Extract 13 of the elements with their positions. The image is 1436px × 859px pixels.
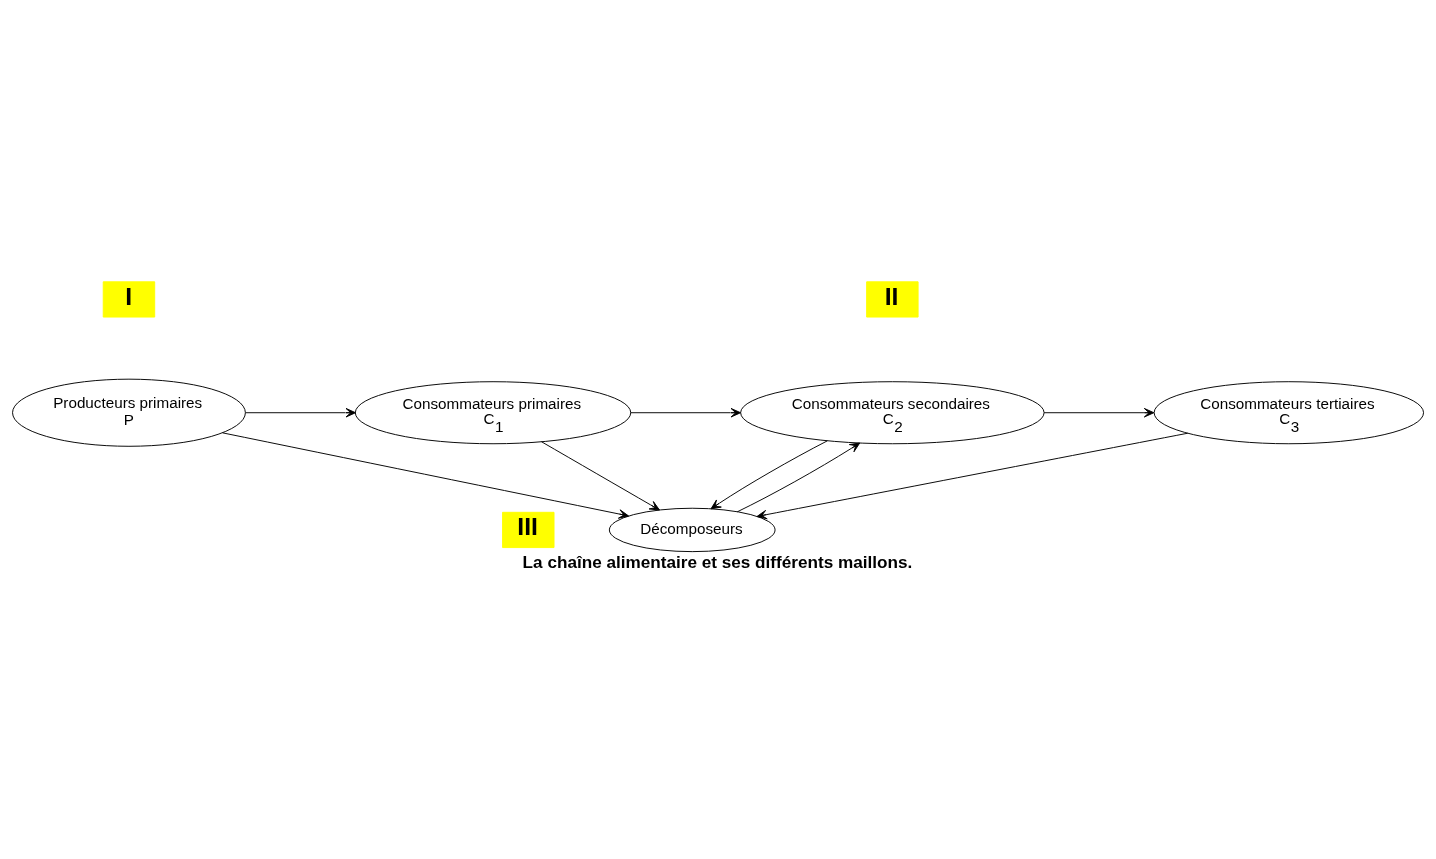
node-box: I <box>102 280 156 318</box>
arrow <box>630 407 742 417</box>
arrow <box>245 407 356 417</box>
node-box: II <box>866 280 919 318</box>
node-ellipse: Producteurs primaires P <box>12 378 246 447</box>
arrow <box>710 439 828 509</box>
arrow <box>222 431 630 519</box>
caption: La chaîne alimentaire et ses différents maillons. <box>522 551 913 572</box>
arrow <box>541 440 660 510</box>
arrow <box>1043 407 1155 417</box>
arrow <box>756 432 1189 519</box>
arrow <box>736 442 861 512</box>
node-box: III <box>502 511 555 548</box>
